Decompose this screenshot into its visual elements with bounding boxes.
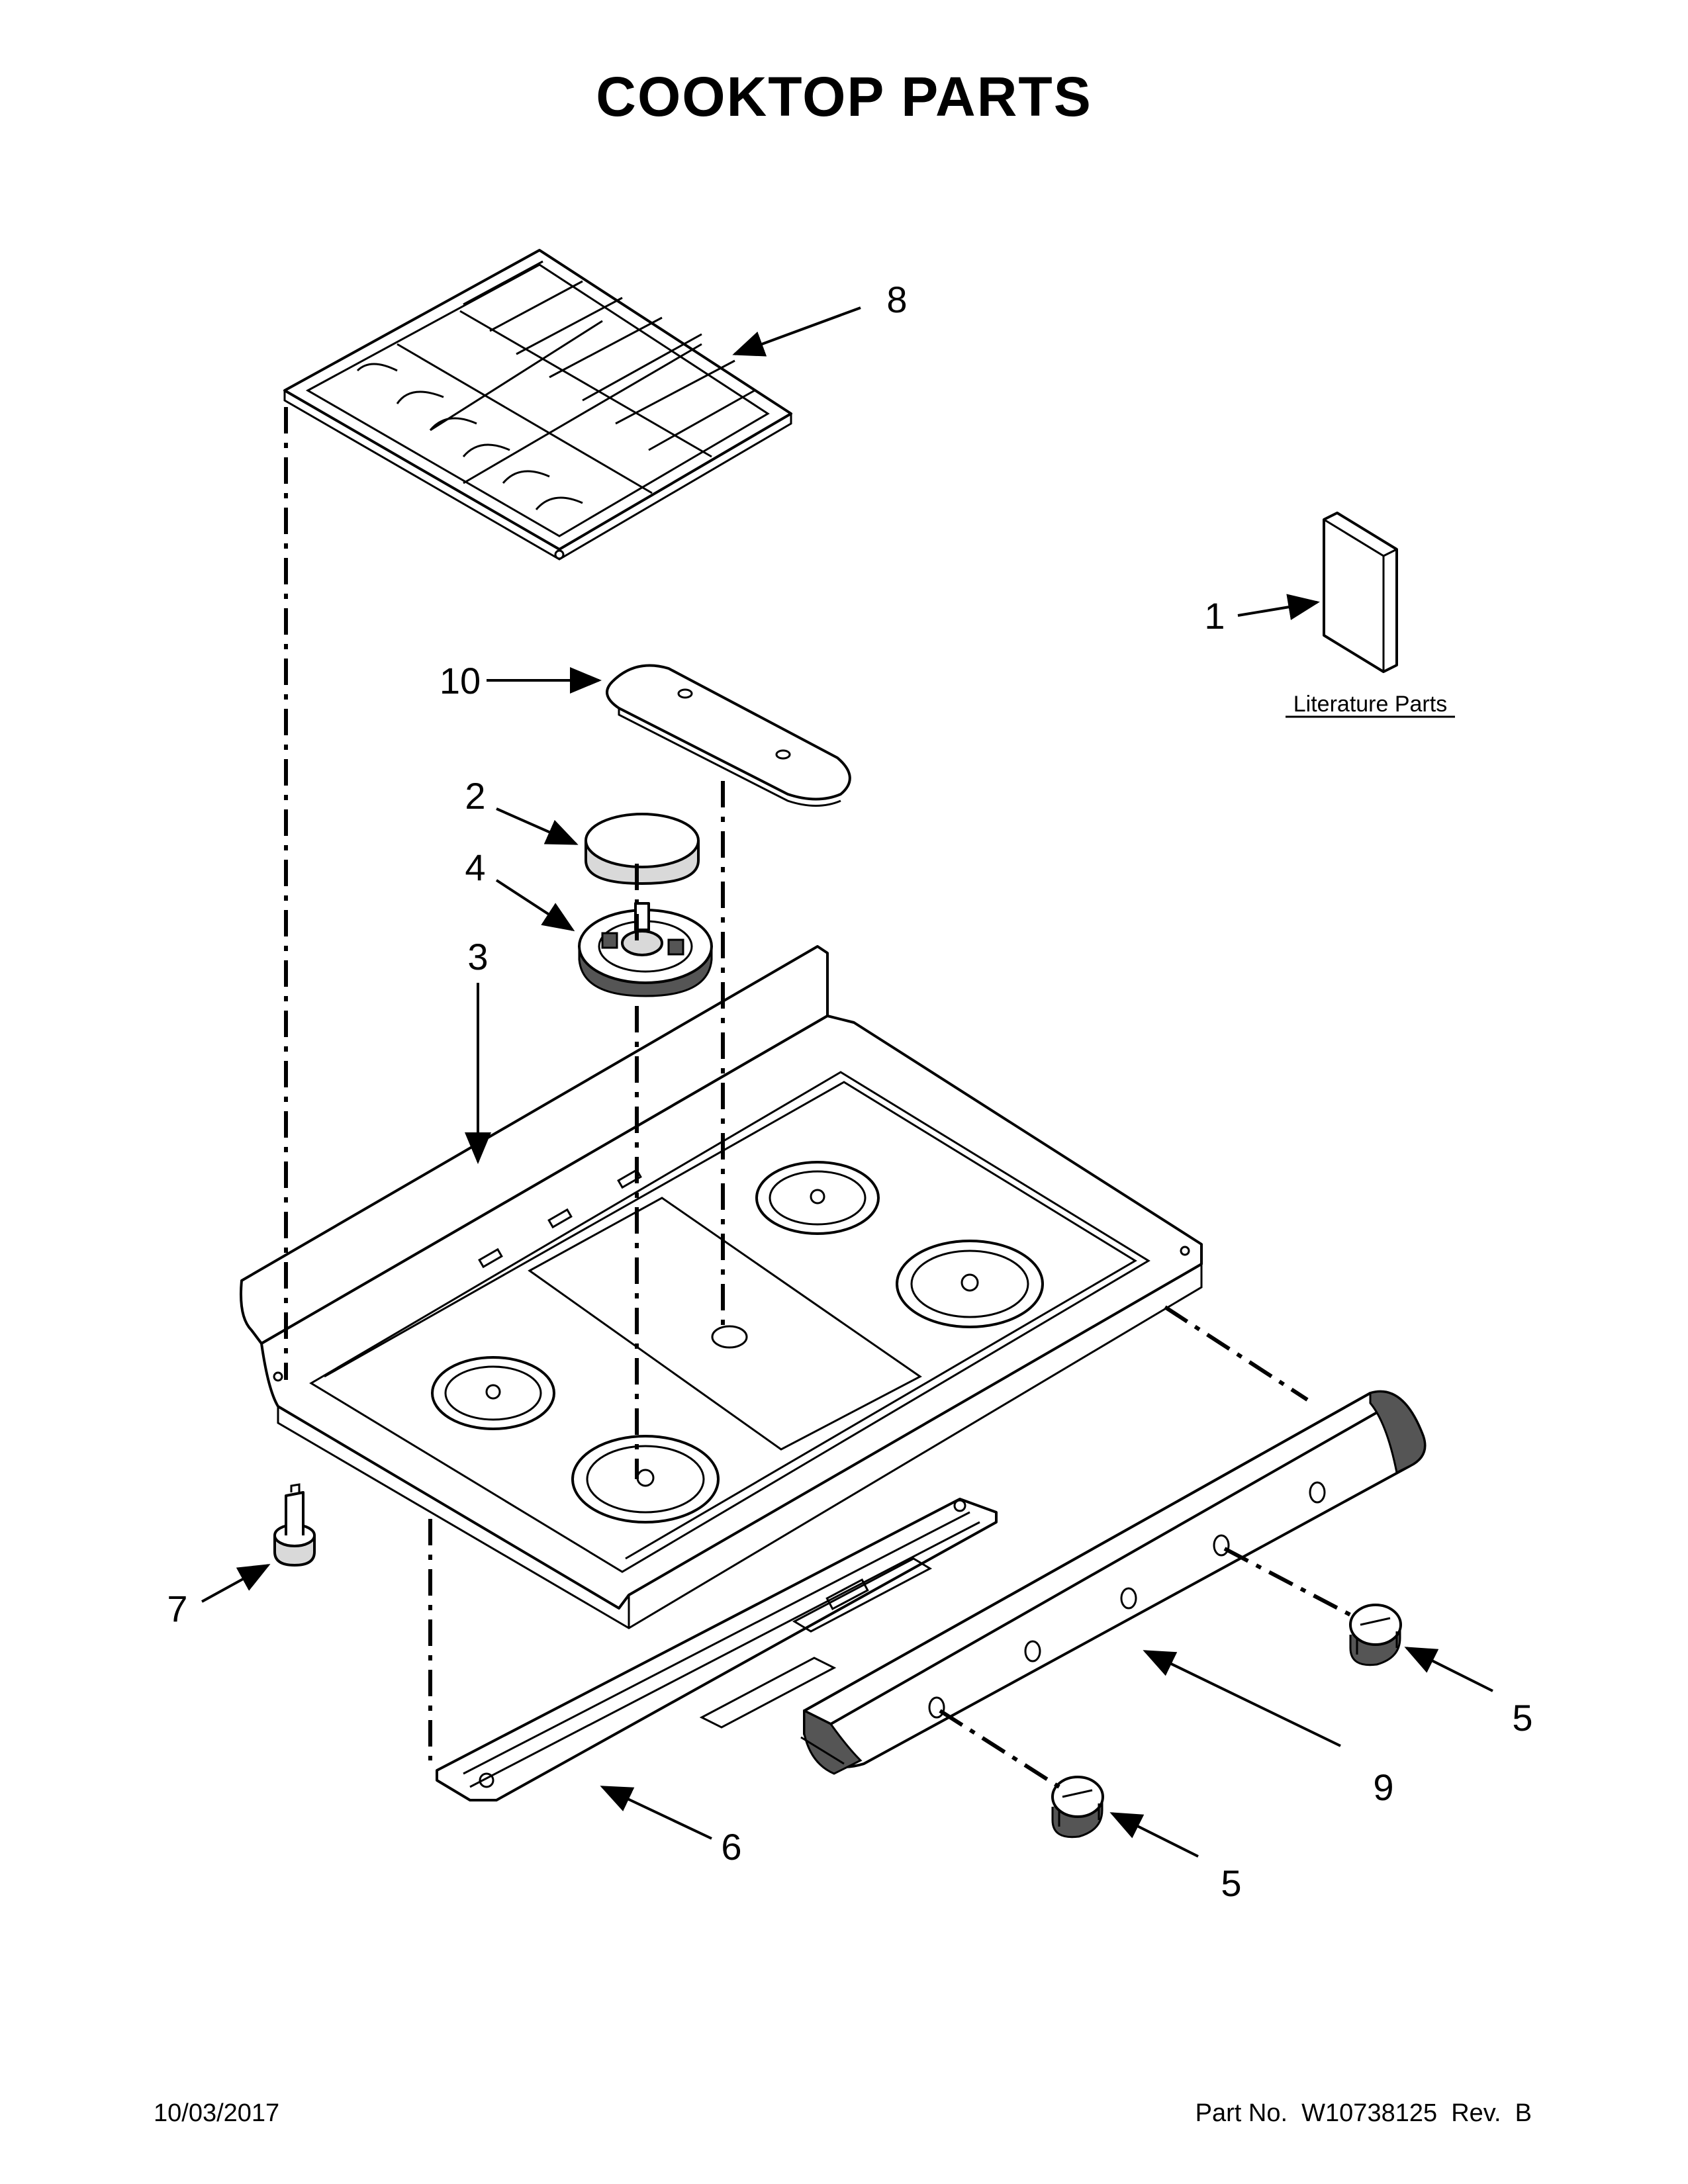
ignitor-part — [273, 1483, 316, 1567]
callout-10: 10 — [440, 660, 481, 702]
knob-part-left — [1051, 1776, 1104, 1839]
burner-well-front-right — [896, 1240, 1044, 1328]
callout-8: 8 — [886, 279, 907, 320]
leader-arrows — [201, 306, 1493, 1858]
footer-date: 10/03/2017 — [154, 2099, 280, 2127]
oval-plate-part — [606, 664, 851, 807]
cooktop-part — [240, 945, 1203, 1629]
callout-5-left: 5 — [1221, 1862, 1241, 1904]
burner-well-rear-left — [431, 1356, 555, 1430]
callout-5-right: 5 — [1512, 1697, 1532, 1739]
callout-7: 7 — [167, 1588, 187, 1629]
burner-well-front-left — [571, 1435, 720, 1524]
control-panel-part — [800, 1390, 1427, 1775]
callout-6: 6 — [721, 1826, 741, 1868]
footer-part-number: Part No. W10738125 Rev. B — [1195, 2099, 1532, 2127]
literature-booklet-part — [1323, 512, 1398, 673]
bracket-part — [436, 1498, 998, 1801]
burner-base-part — [578, 902, 713, 997]
assembly-lines — [284, 407, 1352, 1789]
callout-9: 9 — [1373, 1766, 1393, 1808]
grate-part — [283, 249, 792, 561]
callout-2: 2 — [465, 775, 485, 817]
callout-4: 4 — [465, 846, 485, 888]
burner-cap-part — [585, 813, 700, 886]
page-title: COOKTOP PARTS — [596, 66, 1092, 128]
callout-3: 3 — [467, 936, 488, 978]
callout-1: 1 — [1204, 595, 1225, 637]
burner-well-rear-right — [755, 1161, 880, 1235]
knob-part-right — [1349, 1604, 1402, 1666]
literature-parts-label: Literature Parts — [1293, 692, 1447, 717]
